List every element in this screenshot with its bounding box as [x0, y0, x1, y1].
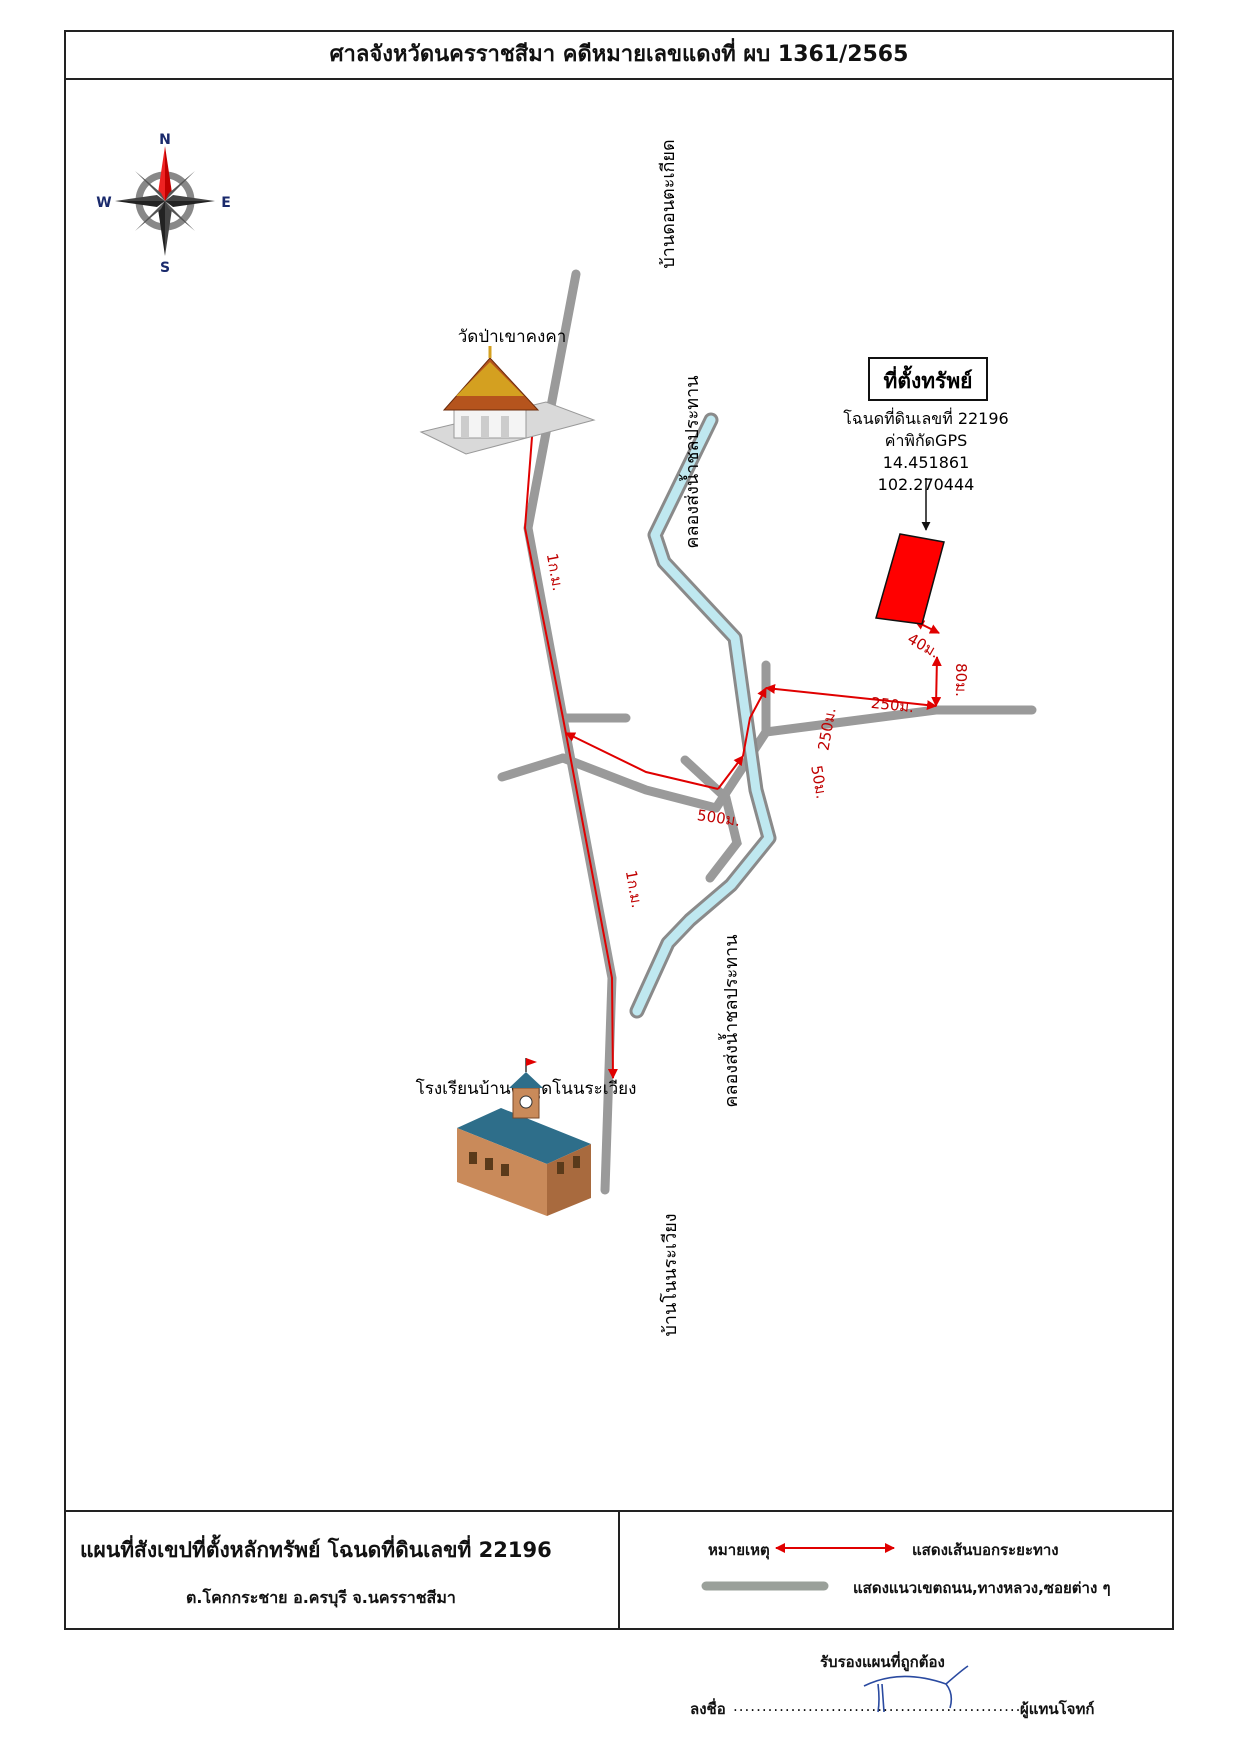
distance-1km-south: 1ก.ม. — [622, 869, 646, 910]
distance-80: 80ม. — [952, 663, 970, 697]
signature-block: รับรองแผนที่ถูกต้อง ลงชื่อ .............… — [690, 1650, 1150, 1740]
legend-route-arrow-icon — [775, 1543, 895, 1553]
school-icon — [457, 1058, 591, 1216]
canal — [629, 412, 777, 1019]
legend-route-text: แสดงเส้นบอกระยะทาง — [912, 1541, 1059, 1559]
property-deed: โฉนดที่ดินเลขที่ 22196 — [843, 407, 1008, 428]
legend-road-swatch-icon — [701, 1581, 829, 1591]
side-road-2 — [497, 753, 568, 782]
legend-label: หมายเหตุ — [708, 1541, 770, 1559]
road-north-label: บ้านดอนตะเกียด — [658, 139, 679, 268]
temple-icon — [419, 346, 596, 455]
temple-label: วัดป่าเขาคงคา — [458, 327, 567, 347]
distance-50: 50ม. — [807, 764, 831, 800]
footer: แผนที่สังเขปที่ตั้งหลักทรัพย์ โฉนดที่ดิน… — [66, 1510, 1172, 1630]
side-road-7 — [761, 705, 941, 737]
map-frame: ศาลจังหวัดนครราชสีมา คดีหมายเลขแดงที่ ผบ… — [64, 30, 1174, 1630]
side-road-3 — [558, 753, 721, 813]
route-lines — [523, 410, 942, 1079]
route-80 — [931, 656, 942, 707]
route-500 — [565, 732, 719, 790]
route-250-h — [765, 683, 937, 711]
route-50 — [717, 755, 744, 790]
distance-500: 500ม. — [696, 806, 741, 830]
property-gps-label: ค่าพิกัดGPS — [885, 431, 968, 450]
legend-panel: หมายเหตุ แสดงเส้นบอกระยะทาง แสดงแนวเขตถน… — [620, 1512, 1172, 1630]
road-south-label: บ้านโนนระเวียง — [659, 1213, 681, 1336]
distance-1km-north: 1ก.ม. — [543, 552, 567, 593]
footer-title: แผนที่สังเขปที่ตั้งหลักทรัพย์ โฉนดที่ดิน… — [80, 1538, 552, 1562]
map-area: N S W E — [66, 78, 1172, 1510]
property-heading-box — [868, 357, 988, 401]
distance-250-vertical: 250ม. — [814, 706, 839, 752]
compass-s: S — [160, 260, 170, 276]
approve-text: รับรองแผนที่ถูกต้อง — [820, 1653, 945, 1671]
compass-n: N — [159, 132, 171, 148]
signature-line: ........................................… — [733, 1697, 1023, 1715]
canal-label-north: คลองส่งน้ำชลประทาน — [679, 375, 703, 548]
route-south — [562, 717, 618, 1079]
property-parcel — [875, 533, 945, 625]
signature-scribble — [863, 1665, 969, 1713]
footer-title-panel: แผนที่สังเขปที่ตั้งหลักทรัพย์ โฉนดที่ดิน… — [66, 1512, 620, 1630]
sign-role: ผู้แทนโจทก์ — [1020, 1700, 1095, 1718]
side-road-5 — [711, 727, 771, 813]
legend-road-text: แสดงแนวเขตถนน,ทางหลวง,ซอยต่าง ๆ — [853, 1579, 1111, 1597]
route-250-v — [742, 687, 767, 757]
compass-w: W — [96, 195, 111, 211]
side-road-4 — [680, 755, 742, 883]
map-svg: N S W E — [96, 132, 1037, 1337]
canal-label-south: คลองส่งน้ำชลประทาน — [718, 934, 742, 1107]
route-north — [523, 410, 564, 719]
property-lon: 102.270444 — [878, 475, 975, 494]
compass-rose-icon: N S W E — [96, 132, 231, 276]
distance-250-horizontal: 250ม. — [870, 694, 915, 716]
compass-e: E — [221, 195, 231, 211]
footer-subtitle: ต.โคกกระชาย อ.ครบุรี จ.นครราชสีมา — [186, 1588, 456, 1607]
property-heading: ที่ตั้งทรัพย์ — [883, 365, 972, 393]
sign-label: ลงชื่อ — [690, 1700, 726, 1718]
page-title: ศาลจังหวัดนครราชสีมา คดีหมายเลขแดงที่ ผบ… — [66, 32, 1172, 80]
property-lat: 14.451861 — [883, 453, 970, 472]
